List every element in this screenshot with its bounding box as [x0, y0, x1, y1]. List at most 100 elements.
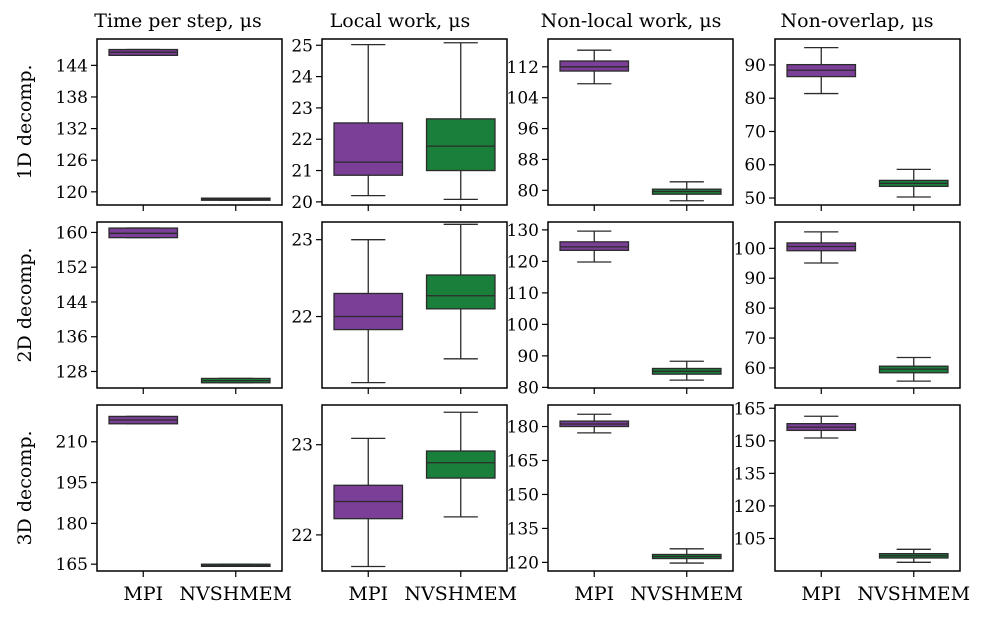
box-nvshmem: [878, 356, 949, 382]
y-tick-label: 23: [291, 99, 313, 119]
y-tick-label: 126: [56, 151, 88, 171]
column-title-time-per-step: Time per step, μs: [94, 10, 262, 32]
x-category-label-nvshmem: NVSHMEM: [857, 583, 970, 605]
box-nvshmem: [425, 223, 496, 360]
y-tick-label: 112: [507, 58, 539, 78]
y-tick-label: 135: [734, 464, 766, 484]
y-tick-label: 80: [517, 378, 539, 398]
x-category-label-nvshmem: NVSHMEM: [179, 583, 292, 605]
panel-frame: [96, 221, 283, 389]
box-iqr: [425, 118, 496, 172]
box-nvshmem: [200, 563, 271, 568]
row-label-1d: 1D decomp.: [14, 64, 36, 179]
box-nvshmem: [200, 197, 271, 201]
y-tick-label: 165: [56, 555, 88, 575]
y-tick-label: 100: [734, 239, 766, 259]
panel-frame: [321, 221, 508, 389]
panel-frame: [321, 38, 508, 206]
y-tick-label: 50: [744, 189, 766, 209]
y-tick-label: 70: [744, 329, 766, 349]
y-tick-label: 23: [291, 231, 313, 251]
box-nvshmem: [425, 42, 496, 201]
box-iqr: [425, 274, 496, 310]
box-mpi: [108, 415, 179, 425]
box-mpi: [333, 437, 404, 568]
box-mpi: [559, 413, 630, 434]
y-tick-label: 165: [734, 399, 766, 419]
y-tick-label: 22: [291, 130, 313, 150]
panel-frame: [774, 221, 961, 389]
y-tick-label: 80: [517, 181, 539, 201]
x-category-label-nvshmem: NVSHMEM: [630, 583, 743, 605]
panel-frame: [321, 404, 508, 572]
y-tick-label: 165: [507, 451, 539, 471]
panel-r1-c3: 60 70 80 90 100: [734, 221, 961, 394]
y-tick-label: 110: [507, 284, 539, 304]
y-tick-label: 120: [507, 553, 539, 573]
y-tick-label: 90: [517, 347, 539, 367]
y-tick-label: 105: [734, 529, 766, 549]
x-category-label-nvshmem: NVSHMEM: [404, 583, 517, 605]
y-tick-label: 150: [734, 432, 766, 452]
panel-frame: [774, 404, 961, 572]
box-nvshmem: [878, 168, 949, 198]
y-tick-label: 80: [744, 299, 766, 319]
y-tick-label: 144: [56, 293, 88, 313]
panel-frame: [547, 404, 734, 572]
y-tick-label: 60: [744, 359, 766, 379]
y-tick-label: 144: [56, 56, 88, 76]
box-mpi: [333, 43, 404, 197]
box-iqr: [559, 241, 630, 251]
box-nvshmem: [651, 548, 722, 564]
y-tick-label: 120: [56, 183, 88, 203]
y-tick-label: 22: [291, 308, 313, 328]
y-tick-label: 130: [507, 221, 539, 241]
y-tick-label: 80: [744, 89, 766, 109]
box-iqr: [559, 60, 630, 72]
panel-frame: [547, 221, 734, 389]
panel-frame: [774, 38, 961, 206]
y-tick-label: 90: [744, 56, 766, 76]
y-tick-label: 136: [56, 328, 88, 348]
panels: 1201261321381442021222324258088961041125…: [56, 36, 971, 605]
y-tick-label: 150: [507, 485, 539, 505]
y-tick-label: 210: [56, 433, 88, 453]
box-mpi: [559, 230, 630, 263]
y-tick-label: 128: [56, 362, 88, 382]
y-tick-label: 21: [291, 162, 313, 182]
panel-frame: [96, 404, 283, 572]
x-category-label-mpi: MPI: [123, 583, 163, 605]
box-mpi: [786, 415, 857, 439]
box-mpi: [786, 231, 857, 264]
column-title-non-overlap: Non-overlap, μs: [781, 10, 934, 32]
y-tick-label: 120: [734, 497, 766, 517]
y-tick-label: 20: [291, 193, 313, 213]
box-nvshmem: [651, 360, 722, 381]
y-tick-label: 23: [291, 436, 313, 456]
y-tick-label: 104: [507, 89, 539, 109]
box-nvshmem: [425, 411, 496, 518]
y-tick-label: 88: [517, 150, 539, 170]
x-category-label-mpi: MPI: [574, 583, 614, 605]
y-tick-label: 24: [291, 68, 313, 88]
y-tick-label: 135: [507, 519, 539, 539]
y-tick-label: 90: [744, 269, 766, 289]
panel-frame: [96, 38, 283, 206]
box-mpi: [108, 48, 179, 56]
box-mpi: [333, 239, 404, 384]
panel-frame: [547, 38, 734, 206]
y-tick-label: 132: [56, 120, 88, 140]
y-tick-label: 100: [507, 315, 539, 335]
box-nvshmem: [200, 377, 271, 384]
y-tick-label: 180: [507, 418, 539, 438]
